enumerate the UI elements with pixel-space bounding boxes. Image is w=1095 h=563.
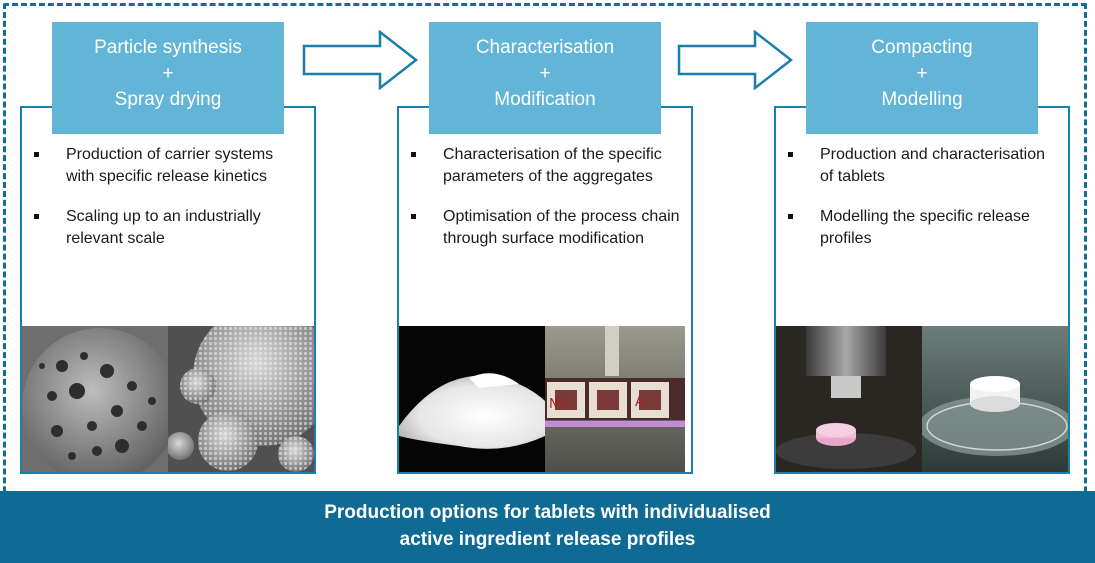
stage-3-subtitle: Modelling bbox=[881, 89, 963, 110]
stage-3-bullet-list: Production and characterisation of table… bbox=[786, 144, 1060, 268]
bullet-square-icon bbox=[411, 152, 416, 157]
spheres-sem-image bbox=[168, 326, 314, 472]
holder-label-a: A bbox=[635, 394, 645, 410]
bullet-item: Characterisation of the specific paramet… bbox=[409, 144, 683, 188]
stage-3-header: Compacting + Modelling bbox=[806, 22, 1038, 134]
stage-3-title: Compacting bbox=[871, 37, 973, 58]
bullet-square-icon bbox=[788, 214, 793, 219]
bullet-item: Production and characterisation of table… bbox=[786, 144, 1060, 188]
arrow-right-icon bbox=[677, 30, 794, 90]
stage-1-plus: + bbox=[162, 63, 174, 84]
bullet-square-icon bbox=[788, 152, 793, 157]
bullet-item: Modelling the specific release profiles bbox=[786, 206, 1060, 250]
stage-card-2: Characterisation of the specific paramet… bbox=[397, 106, 693, 474]
white-powder-image bbox=[399, 326, 545, 472]
stage-1-header: Particle synthesis + Spray drying bbox=[52, 22, 284, 134]
bullet-item: Optimisation of the process chain throug… bbox=[409, 206, 683, 250]
holder-label-n2: N2 bbox=[549, 397, 567, 412]
stage-2-header: Characterisation + Modification bbox=[429, 22, 661, 134]
summary-banner: Production options for tablets with indi… bbox=[0, 491, 1095, 563]
bullet-item: Production of carrier systems with speci… bbox=[32, 144, 306, 188]
stage-1-photos bbox=[22, 326, 314, 472]
stage-1-subtitle: Spray drying bbox=[114, 89, 222, 110]
stage-3-photos bbox=[776, 326, 1068, 472]
stage-3-plus: + bbox=[916, 63, 928, 84]
stage-1-bullet-list: Production of carrier systems with speci… bbox=[32, 144, 306, 268]
stage-card-3: Production and characterisation of table… bbox=[774, 106, 1070, 474]
bullet-item: Scaling up to an industrially relevant s… bbox=[32, 206, 306, 250]
bullet-square-icon bbox=[34, 152, 39, 157]
stage-card-1: Production of carrier systems with speci… bbox=[20, 106, 316, 474]
stage-2-photos: N2 A bbox=[399, 326, 691, 472]
arrow-right-icon bbox=[302, 30, 419, 90]
tablet-press-image bbox=[776, 326, 922, 472]
stage-1-title: Particle synthesis bbox=[94, 37, 242, 58]
banner-line-2: active ingredient release profiles bbox=[399, 529, 696, 550]
stage-2-bullet-list: Characterisation of the specific paramet… bbox=[409, 144, 683, 268]
porous-particle-sem-image bbox=[22, 326, 168, 472]
bullet-square-icon bbox=[34, 214, 39, 219]
banner-line-1: Production options for tablets with indi… bbox=[324, 502, 771, 523]
sample-holders-image: N2 A bbox=[545, 326, 691, 472]
bullet-square-icon bbox=[411, 214, 416, 219]
stage-2-subtitle: Modification bbox=[494, 89, 596, 110]
stage-2-plus: + bbox=[539, 63, 551, 84]
stage-2-title: Characterisation bbox=[475, 37, 615, 58]
tablet-in-dish-image bbox=[922, 326, 1068, 472]
